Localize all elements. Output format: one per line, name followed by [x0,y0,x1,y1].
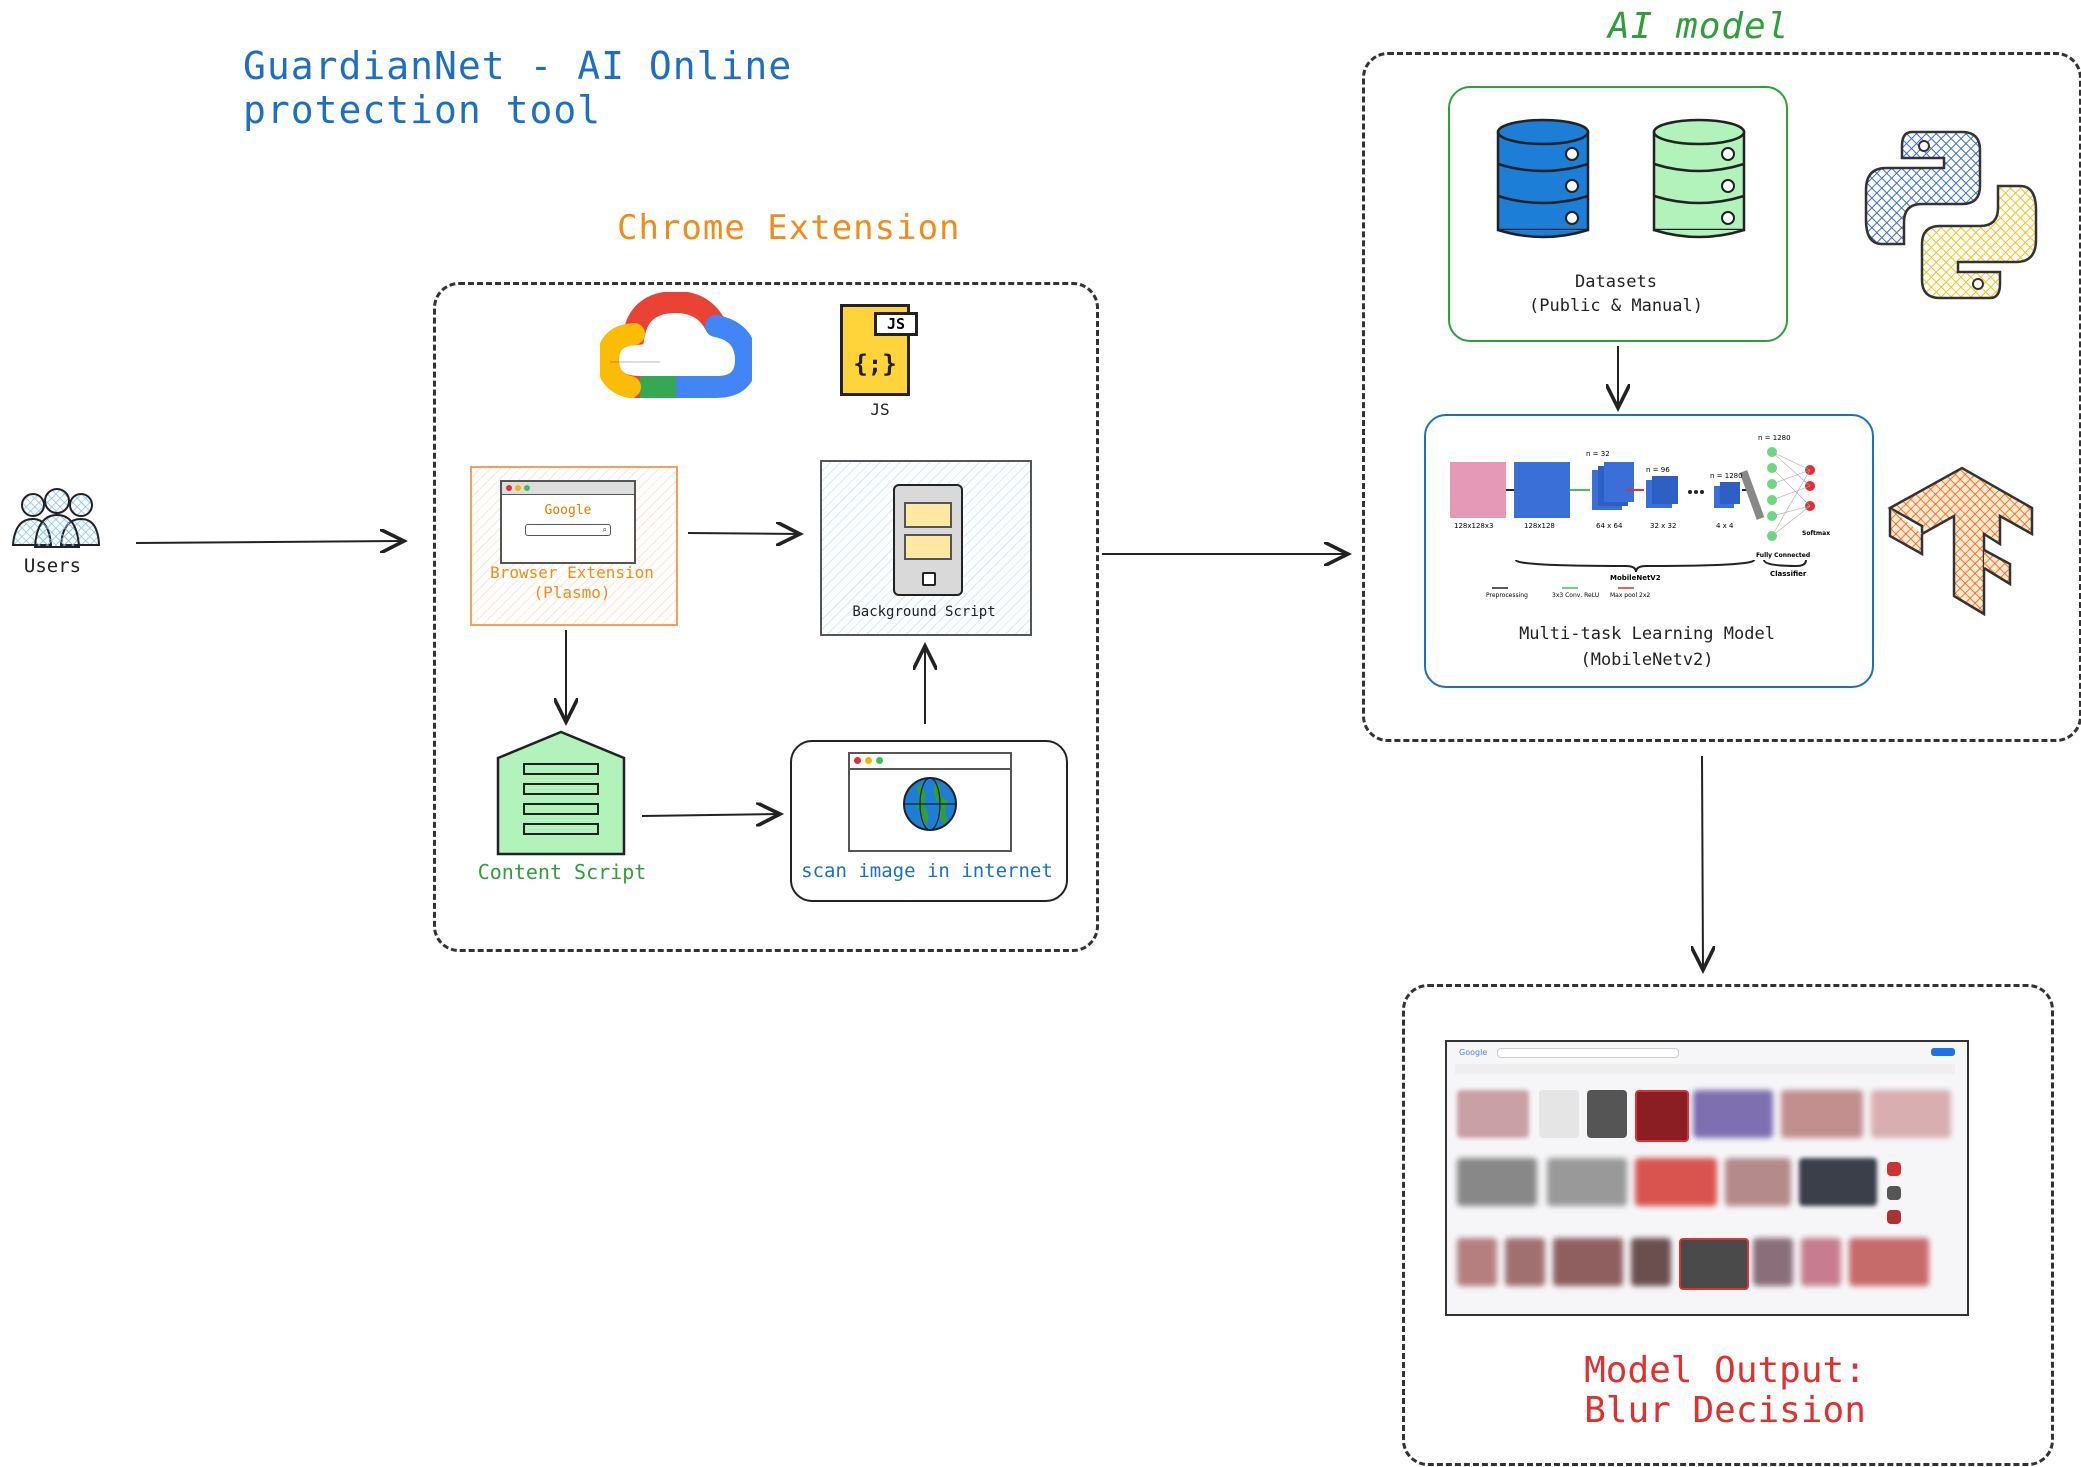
content-script-label: Content Script [477,860,647,884]
chrome-extension-container [433,282,1099,952]
mobilenet-architecture-diagram: n = 32 n = 96 n = 1280 n = 1280 128x128x… [1446,430,1848,600]
background-script-label: Background Script [852,604,996,620]
page-title: GuardianNet - AI Online protection tool [243,44,793,132]
python-icon [1862,128,2040,302]
content-script-icon [496,730,626,856]
browser-extension-label-1: Browser Extension [490,563,654,582]
content-script-node [494,728,628,858]
google-cloud-icon [600,292,752,412]
blurred-search-screenshot: Google [1445,1040,1969,1316]
size-label-1: 128x128x3 [1454,522,1494,530]
n-label-4: n = 1280 [1758,434,1791,442]
legend-conv: 3x3 Conv, ReLU [1552,592,1600,599]
classifier-label: Classifier [1770,570,1807,578]
fully-connected-label: Fully Connected [1756,552,1811,559]
document-icon [904,502,952,528]
size-label-4: 32 x 32 [1650,522,1677,530]
datasets-box [1448,86,1788,342]
mtl-model-box [1424,414,1874,688]
n-label-1: n = 32 [1586,450,1610,458]
ai-model-container [1362,52,2081,742]
tensorflow-icon [1886,464,2036,620]
google-logo-text: Google [544,503,592,518]
size-label-5: 4 x 4 [1716,522,1734,530]
users-node [5,485,100,580]
database-icon [1650,118,1750,248]
users-label: Users [23,555,82,577]
browser-window-icon: Google ⌕ [500,480,636,564]
softmax-label: Softmax [1802,530,1831,537]
size-label-2: 128x128 [1524,522,1555,530]
n-label-2: n = 96 [1646,466,1670,474]
mtl-label-2: (MobileNetv2) [1580,650,1714,670]
search-bar: ⌕ [525,524,611,536]
scan-image-label: scan image in internet [801,860,1053,882]
users-icon [11,488,100,548]
model-output-label-2: Blur Decision [1584,1390,1866,1431]
legend-preprocessing: Preprocessing [1486,592,1528,599]
js-caption: JS [870,400,890,419]
mobilenet-label: MobileNetV2 [1610,574,1661,582]
chrome-extension-heading: Chrome Extension [617,208,961,248]
search-icon: ⌕ [602,525,607,534]
js-braces: {;} [853,350,897,378]
google-logo-text: Google [1459,1048,1488,1057]
size-label-3: 64 x 64 [1596,522,1623,530]
globe-icon [903,777,957,831]
datasets-label-1: Datasets [1575,272,1657,292]
datasets-label-2: (Public & Manual) [1529,296,1703,316]
browser-window-icon [848,752,1012,852]
n-label-3: n = 1280 [1710,472,1743,480]
js-file-icon: JS {;} [840,300,920,400]
tablet-icon [893,484,963,596]
js-badge: JS [874,312,918,336]
model-output-label-1: Model Output: [1584,1350,1866,1391]
mtl-label-1: Multi-task Learning Model [1519,624,1775,644]
database-icon [1494,118,1594,248]
ai-model-heading: AI model [1608,6,1790,47]
browser-extension-label-2: (Plasmo) [533,583,611,602]
legend-maxpool: Max pool 2x2 [1610,592,1651,599]
model-output-container [1402,984,2054,1466]
